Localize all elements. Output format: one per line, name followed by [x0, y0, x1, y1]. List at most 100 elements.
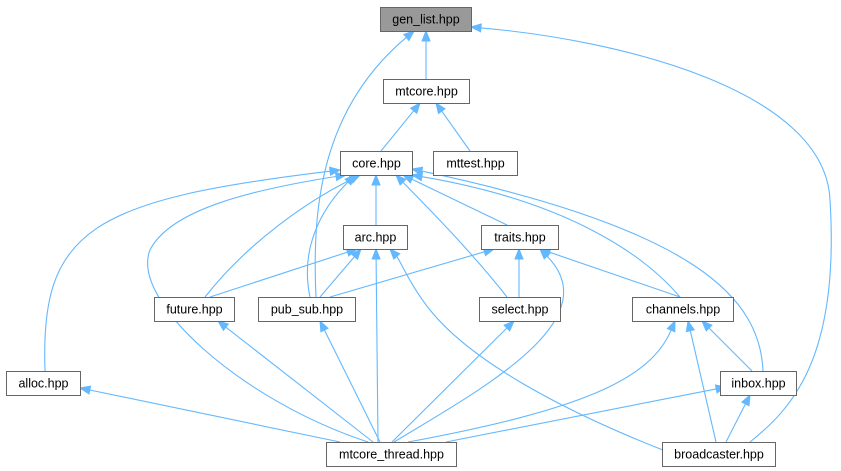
- edge-mtcore_thread-to-pub_sub: [319, 319, 381, 443]
- edge-line: [380, 110, 415, 152]
- node-label: alloc.hpp: [18, 377, 68, 391]
- edge-mtcore_thread-to-alloc: [78, 385, 341, 443]
- node-box: [433, 151, 518, 176]
- edge-line: [441, 110, 471, 152]
- node-box: [154, 297, 235, 322]
- arrowhead-icon: [389, 248, 401, 260]
- node-label: core.hpp: [352, 157, 401, 171]
- node-label: future.hpp: [166, 303, 222, 317]
- edge-line: [329, 251, 485, 298]
- node-box: [343, 225, 408, 250]
- node-future[interactable]: future.hpp: [154, 297, 235, 322]
- arrowhead-icon: [350, 247, 362, 261]
- edge-line: [708, 327, 753, 372]
- edge-mtcore_thread-to-inbox: [445, 384, 728, 443]
- edge-line: [549, 251, 681, 298]
- arrowhead-icon: [371, 247, 381, 260]
- node-mtcore-thread[interactable]: mtcore_thread.hpp: [326, 442, 457, 467]
- edge-line: [323, 329, 381, 443]
- edge-mtcore-to-gen_list: [421, 29, 431, 79]
- edge-core-to-mtcore: [380, 101, 421, 152]
- edge-pub_sub-to-arc: [319, 247, 362, 298]
- node-pub-sub[interactable]: pub_sub.hpp: [258, 297, 356, 322]
- node-alloc[interactable]: alloc.hpp: [6, 371, 81, 396]
- node-label: arc.hpp: [355, 231, 397, 245]
- edge-broadcaster-to-arc: [389, 248, 669, 453]
- edge-line: [396, 256, 669, 453]
- node-label: mttest.hpp: [446, 157, 504, 171]
- node-box: [479, 297, 561, 322]
- edge-line: [402, 181, 508, 298]
- arrowhead-icon: [421, 29, 431, 42]
- node-channels[interactable]: channels.hpp: [632, 297, 734, 322]
- edge-channels-to-traits: [538, 247, 681, 298]
- node-box: [6, 371, 81, 396]
- edge-line: [89, 389, 341, 443]
- node-label: mtcore.hpp: [395, 85, 458, 99]
- edge-mtcore_thread-to-select: [391, 320, 515, 443]
- arrowhead-icon: [701, 320, 713, 332]
- node-broadcaster[interactable]: broadcaster.hpp: [662, 442, 776, 467]
- node-inbox[interactable]: inbox.hpp: [720, 371, 797, 396]
- arrowhead-icon: [514, 247, 524, 260]
- arrowhead-icon: [666, 319, 676, 333]
- edge-select-to-traits: [514, 247, 524, 297]
- edge-line: [445, 388, 717, 443]
- edge-mtcore_thread-to-future: [216, 320, 374, 443]
- node-label: pub_sub.hpp: [271, 303, 343, 317]
- node-mtcore[interactable]: mtcore.hpp: [383, 79, 470, 104]
- edge-line: [421, 170, 764, 372]
- edge-inbox-to-core: [410, 166, 764, 372]
- node-box: [481, 225, 559, 250]
- edge-line: [391, 327, 508, 443]
- edge-line: [411, 178, 508, 226]
- node-label: gen_list.hpp: [392, 13, 459, 27]
- arrowhead-icon: [409, 101, 421, 115]
- node-box: [720, 371, 797, 396]
- arrowhead-icon: [741, 393, 751, 407]
- edge-arc-to-core: [371, 173, 381, 225]
- edge-line: [375, 258, 379, 443]
- node-select[interactable]: select.hpp: [479, 297, 561, 322]
- edge-line: [319, 256, 355, 298]
- edge-mttest-to-mtcore: [435, 101, 471, 152]
- node-label: channels.hpp: [646, 303, 720, 317]
- arrowhead-icon: [685, 319, 696, 333]
- node-traits[interactable]: traits.hpp: [481, 225, 559, 250]
- edge-future-to-arc: [209, 247, 359, 298]
- arrowhead-icon: [435, 101, 446, 115]
- node-box: [383, 79, 470, 104]
- arrowhead-icon: [503, 320, 515, 332]
- node-mttest[interactable]: mttest.hpp: [433, 151, 518, 176]
- arrowhead-icon: [371, 173, 381, 186]
- node-box: [662, 442, 776, 467]
- node-label: traits.hpp: [494, 231, 545, 245]
- arrowhead-icon: [78, 385, 92, 395]
- arrowhead-icon: [395, 174, 407, 186]
- edge-line: [204, 179, 352, 298]
- edge-future-to-core: [204, 174, 362, 298]
- node-label: broadcaster.hpp: [674, 448, 764, 462]
- edge-line: [421, 176, 681, 298]
- edge-broadcaster-to-channels: [685, 319, 717, 443]
- edge-line: [209, 251, 348, 298]
- arrowhead-icon: [410, 166, 424, 176]
- edge-pub_sub-to-core: [306, 174, 356, 298]
- edge-broadcaster-to-inbox: [725, 393, 751, 443]
- node-box: [380, 7, 472, 32]
- node-core[interactable]: core.hpp: [340, 151, 413, 176]
- edge-channels-to-core: [410, 172, 681, 298]
- edge-mtcore_thread-to-traits: [393, 248, 564, 443]
- edge-mtcore_thread-to-arc: [371, 247, 381, 443]
- edge-line: [44, 170, 331, 372]
- nodes-layer: gen_list.hpp mtcore.hpp core.hpp mttest.hpp…: [6, 7, 797, 467]
- node-box: [326, 442, 457, 467]
- node-arc[interactable]: arc.hpp: [343, 225, 408, 250]
- edge-line: [225, 326, 374, 443]
- node-box: [340, 151, 413, 176]
- edge-line: [147, 175, 369, 443]
- node-gen-list[interactable]: gen_list.hpp: [380, 7, 472, 32]
- node-label: select.hpp: [492, 303, 549, 317]
- edge-line: [306, 181, 349, 298]
